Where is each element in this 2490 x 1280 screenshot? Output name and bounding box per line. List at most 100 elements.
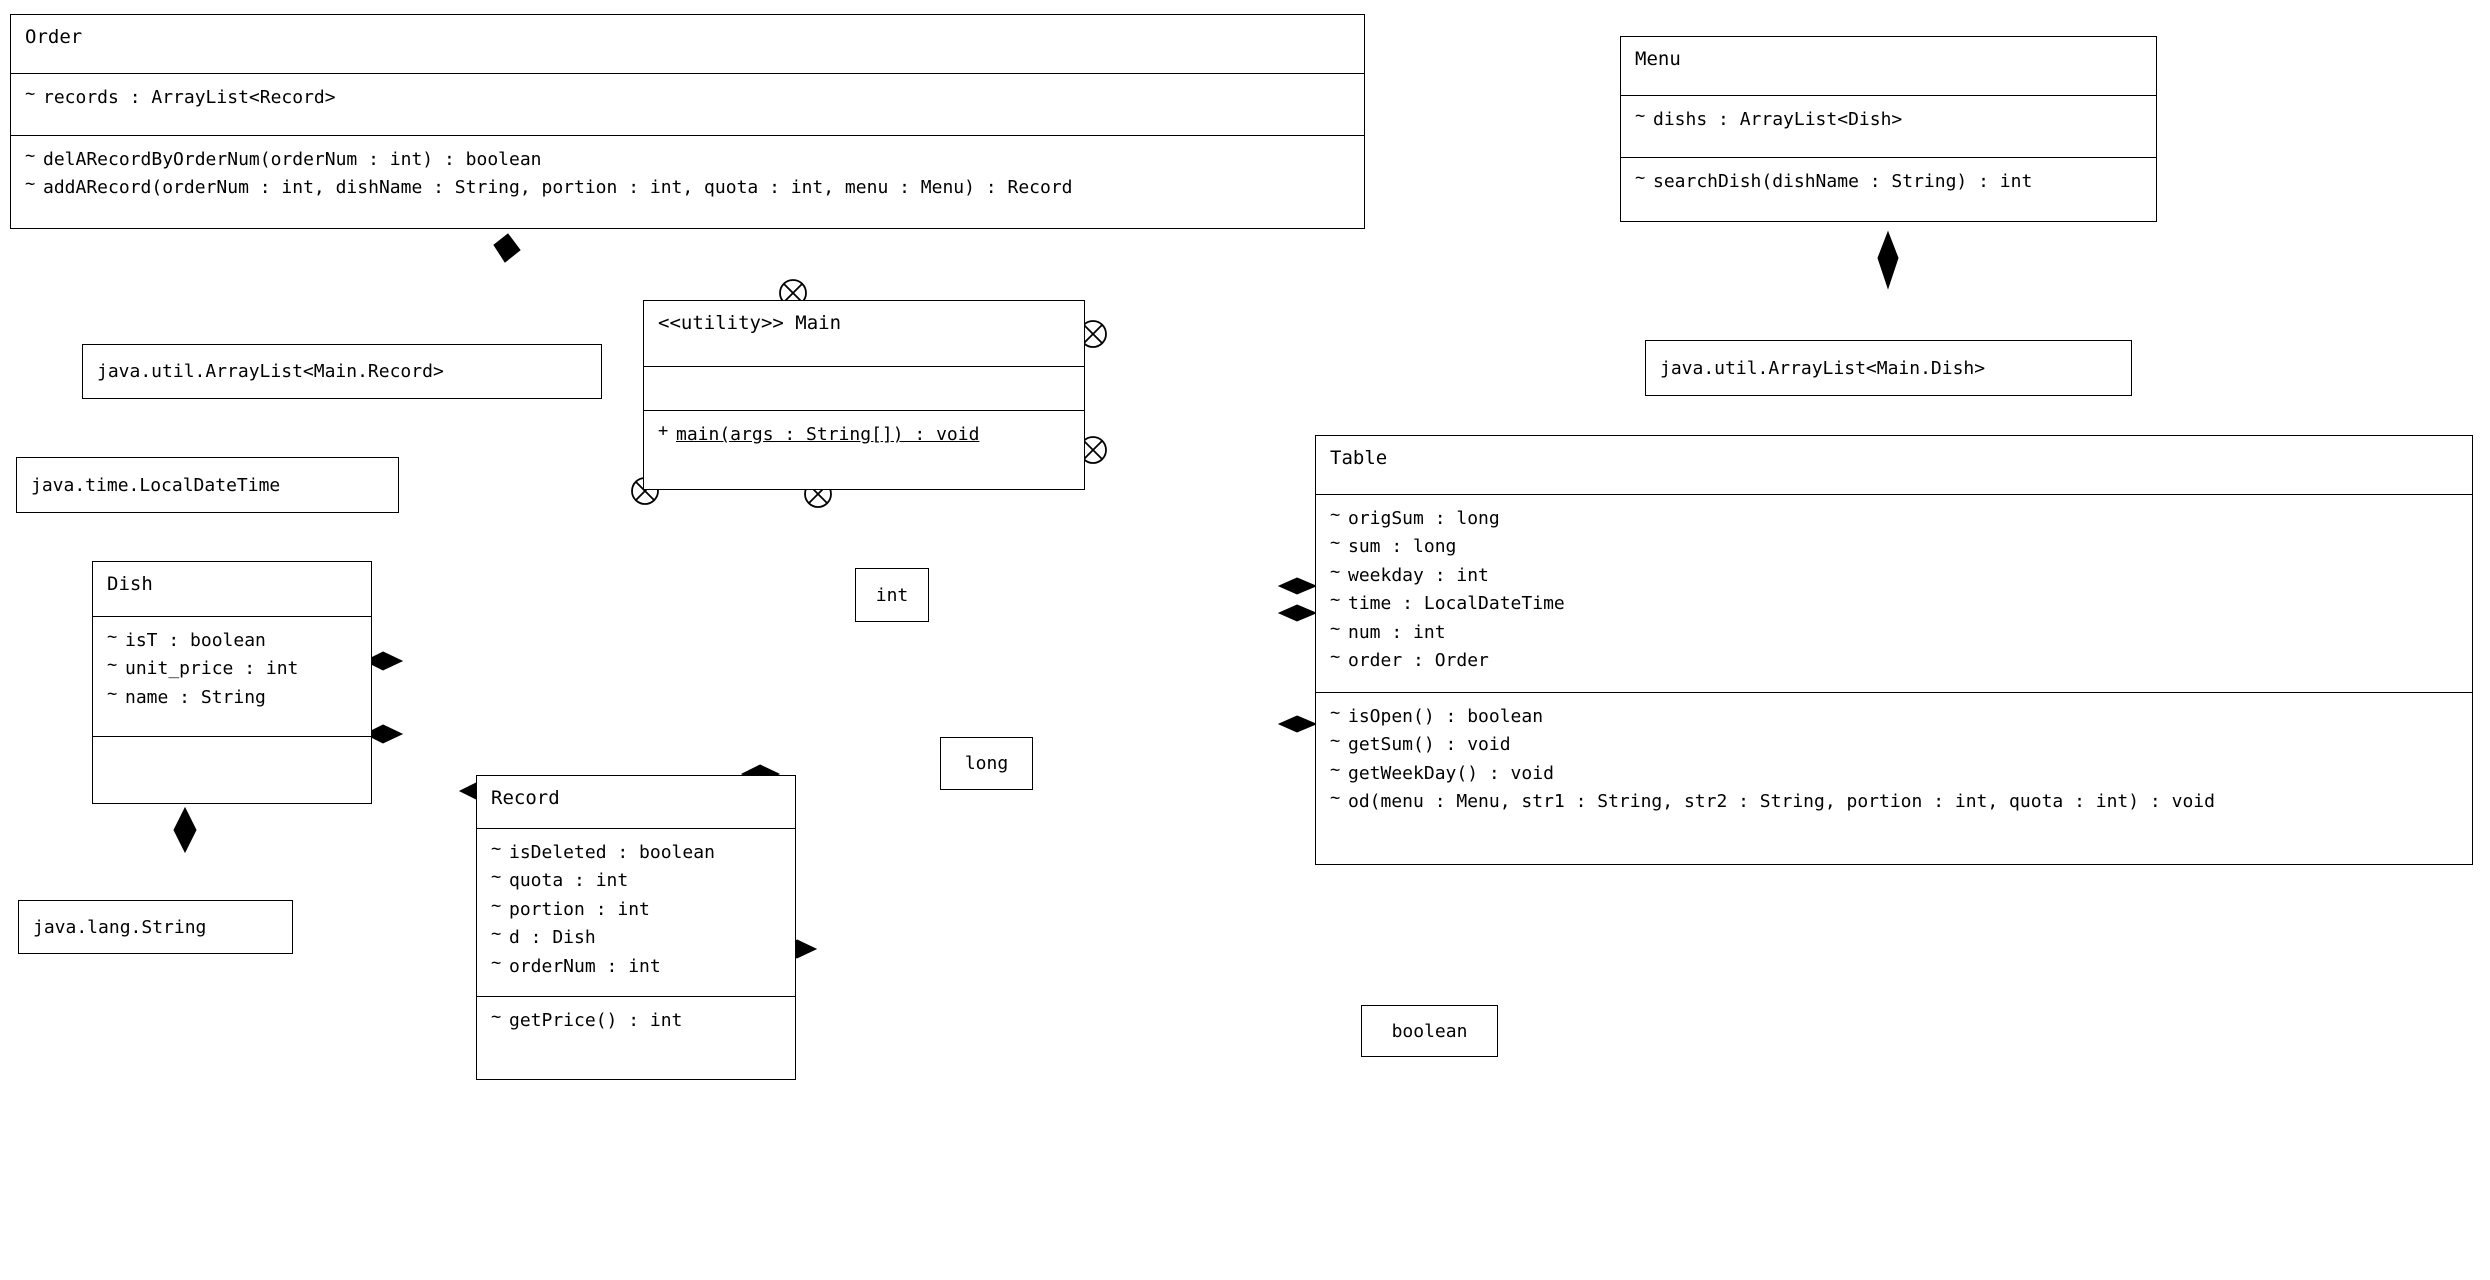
visibility-marker: ~ bbox=[1635, 106, 1646, 126]
class-box-order[interactable]: Order ~ records : ArrayList<Record> ~ de… bbox=[10, 14, 1365, 229]
class-name-compartment: Menu bbox=[1621, 37, 2156, 95]
operations-compartment bbox=[93, 736, 371, 803]
class-box-table[interactable]: Table ~ origSum : long ~ sum : long ~ we… bbox=[1315, 435, 2473, 865]
attribute-row: ~ origSum : long bbox=[1330, 505, 2460, 533]
operation-label: searchDish(dishName : String) : int bbox=[1653, 171, 2033, 192]
attribute-row: ~ isDeleted : boolean bbox=[491, 839, 783, 867]
attribute-row: ~ isT : boolean bbox=[107, 627, 359, 655]
class-box-dish[interactable]: Dish ~ isT : boolean ~ unit_price : int … bbox=[92, 561, 372, 804]
class-box-menu[interactable]: Menu ~ dishs : ArrayList<Dish> ~ searchD… bbox=[1620, 36, 2157, 222]
class-title: Dish bbox=[107, 573, 153, 595]
operation-label: main(args : String[]) : void bbox=[676, 424, 980, 445]
visibility-marker: ~ bbox=[491, 867, 502, 888]
type-box-lang-string[interactable]: java.lang.String bbox=[18, 900, 293, 954]
visibility-marker: ~ bbox=[1330, 731, 1341, 752]
visibility-marker: ~ bbox=[1330, 590, 1341, 611]
visibility-marker: ~ bbox=[1330, 759, 1341, 780]
class-name-compartment: Dish bbox=[93, 562, 371, 616]
visibility-marker: ~ bbox=[491, 924, 502, 945]
class-name-compartment: Order bbox=[11, 15, 1364, 73]
class-title: <<utility>> Main bbox=[658, 312, 842, 334]
attributes-compartment: ~ dishs : ArrayList<Dish> bbox=[1621, 95, 2156, 157]
attribute-row: ~ quota : int bbox=[491, 867, 783, 895]
operations-compartment: ~ isOpen() : boolean ~ getSum() : void ~… bbox=[1316, 692, 2472, 864]
attribute-row: ~ records : ArrayList<Record> bbox=[25, 84, 1352, 112]
operation-row: ~ addARecord(orderNum : int, dishName : … bbox=[25, 174, 1352, 202]
class-box-record[interactable]: Record ~ isDeleted : boolean ~ quota : i… bbox=[476, 775, 796, 1080]
diamond-table-isopen bbox=[1277, 715, 1318, 733]
attribute-label: portion : int bbox=[509, 898, 650, 920]
operation-label: getWeekDay() : void bbox=[1348, 762, 1554, 784]
operation-row: ~ delARecordByOrderNum(orderNum : int) :… bbox=[25, 146, 1352, 174]
attribute-label: weekday : int bbox=[1348, 564, 1489, 586]
diamond-table-weekday bbox=[1277, 577, 1318, 595]
attribute-label: num : int bbox=[1348, 621, 1446, 643]
type-box-localdatetime[interactable]: java.time.LocalDateTime bbox=[16, 457, 399, 513]
attribute-row: ~ sum : long bbox=[1330, 533, 2460, 561]
attributes-compartment bbox=[644, 366, 1084, 410]
visibility-marker: ~ bbox=[107, 683, 118, 704]
visibility-marker: ~ bbox=[107, 627, 118, 647]
visibility-marker: ~ bbox=[1330, 647, 1341, 668]
visibility-marker: ~ bbox=[1330, 788, 1341, 809]
visibility-marker: ~ bbox=[491, 895, 502, 916]
operation-row: + main(args : String[]) : void bbox=[658, 421, 1072, 449]
class-name-compartment: Table bbox=[1316, 436, 2472, 494]
operations-compartment: ~ delARecordByOrderNum(orderNum : int) :… bbox=[11, 135, 1364, 228]
attribute-label: order : Order bbox=[1348, 650, 1489, 672]
attribute-label: quota : int bbox=[509, 870, 629, 892]
operation-label: addARecord(orderNum : int, dishName : St… bbox=[43, 177, 1073, 199]
diamond-table-time bbox=[1277, 604, 1318, 622]
class-name-compartment: Record bbox=[477, 776, 795, 828]
class-title: Order bbox=[25, 26, 83, 48]
attribute-label: isDeleted : boolean bbox=[509, 842, 715, 863]
attribute-row: ~ portion : int bbox=[491, 896, 783, 924]
visibility-marker: ~ bbox=[1330, 618, 1341, 639]
type-box-long[interactable]: long bbox=[940, 737, 1033, 790]
visibility-marker: ~ bbox=[491, 1007, 502, 1027]
type-box-int[interactable]: int bbox=[855, 568, 929, 622]
operation-row: ~ getSum() : void bbox=[1330, 731, 2460, 759]
visibility-marker: ~ bbox=[25, 174, 36, 195]
operation-row: ~ getWeekDay() : void bbox=[1330, 760, 2460, 788]
visibility-marker: ~ bbox=[491, 952, 502, 973]
attribute-row: ~ name : String bbox=[107, 684, 359, 712]
type-box-boolean[interactable]: boolean bbox=[1361, 1005, 1498, 1057]
class-box-main[interactable]: <<utility>> Main + main(args : String[])… bbox=[643, 300, 1085, 490]
attribute-label: unit_price : int bbox=[125, 658, 299, 680]
attribute-row: ~ d : Dish bbox=[491, 924, 783, 952]
attribute-row: ~ unit_price : int bbox=[107, 655, 359, 683]
visibility-marker: + bbox=[658, 421, 669, 441]
attributes-compartment: ~ isT : boolean ~ unit_price : int ~ nam… bbox=[93, 616, 371, 736]
class-title: Table bbox=[1330, 447, 1388, 469]
operation-row: ~ getPrice() : int bbox=[491, 1007, 783, 1035]
operations-compartment: ~ searchDish(dishName : String) : int bbox=[1621, 157, 2156, 221]
attribute-label: d : Dish bbox=[509, 927, 596, 949]
attribute-label: records : ArrayList<Record> bbox=[43, 87, 336, 108]
operation-row: ~ od(menu : Menu, str1 : String, str2 : … bbox=[1330, 788, 2460, 816]
visibility-marker: ~ bbox=[1635, 168, 1646, 188]
attribute-label: name : String bbox=[125, 686, 266, 708]
visibility-marker: ~ bbox=[25, 84, 36, 104]
type-box-arraylist-dish[interactable]: java.util.ArrayList<Main.Dish> bbox=[1645, 340, 2132, 396]
operation-label: delARecordByOrderNum(orderNum : int) : b… bbox=[43, 149, 542, 170]
attribute-label: origSum : long bbox=[1348, 508, 1500, 529]
attributes-compartment: ~ records : ArrayList<Record> bbox=[11, 73, 1364, 135]
visibility-marker: ~ bbox=[1330, 505, 1341, 525]
attributes-compartment: ~ origSum : long ~ sum : long ~ weekday … bbox=[1316, 494, 2472, 692]
attribute-row: ~ orderNum : int bbox=[491, 953, 783, 981]
visibility-marker: ~ bbox=[491, 839, 502, 859]
attributes-compartment: ~ isDeleted : boolean ~ quota : int ~ po… bbox=[477, 828, 795, 996]
diamond-menu-dishs bbox=[1877, 230, 1899, 290]
attribute-row: ~ weekday : int bbox=[1330, 562, 2460, 590]
operation-label: isOpen() : boolean bbox=[1348, 706, 1544, 727]
operation-row: ~ searchDish(dishName : String) : int bbox=[1635, 168, 2144, 196]
operations-compartment: + main(args : String[]) : void bbox=[644, 410, 1084, 489]
visibility-marker: ~ bbox=[1330, 703, 1341, 723]
operation-label: getSum() : void bbox=[1348, 734, 1511, 756]
class-title: Record bbox=[491, 787, 560, 809]
type-box-arraylist-record[interactable]: java.util.ArrayList<Main.Record> bbox=[82, 344, 602, 399]
attribute-row: ~ order : Order bbox=[1330, 647, 2460, 675]
diamond-dish-string bbox=[173, 806, 197, 854]
